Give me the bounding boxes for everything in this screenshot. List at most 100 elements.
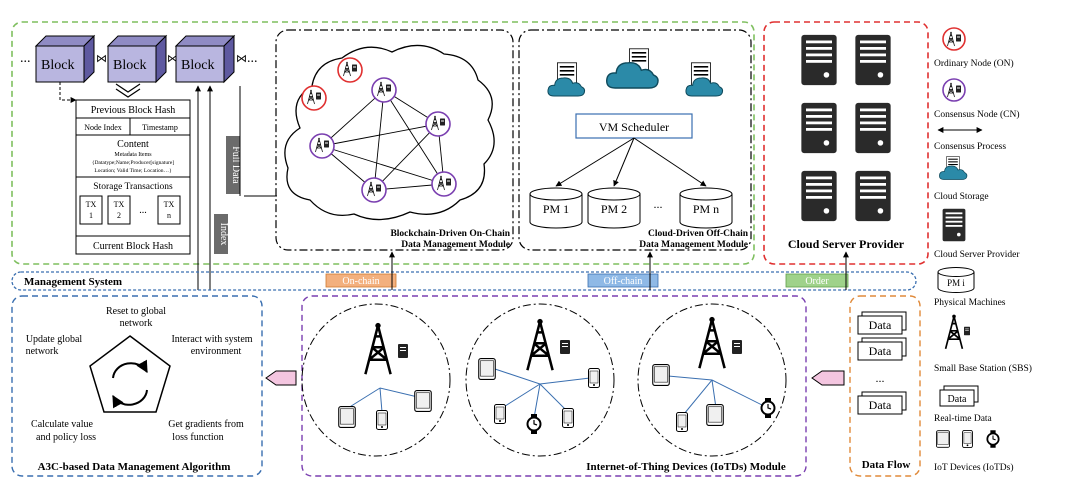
iotd-cell-1 [301, 303, 451, 457]
ordinary-node-icon [942, 27, 966, 51]
iotd-cell-3 [637, 303, 787, 457]
cloud-storage-icon [939, 156, 968, 180]
a3c-calc-line1: Calculate value [31, 419, 93, 430]
data-item-label: Data [869, 398, 892, 412]
a3c-reset-line2: network [120, 318, 153, 329]
data-flow-border [849, 295, 921, 477]
ordinary-node [337, 57, 363, 83]
legend-consensus-node: Consensus Node (CN) [934, 109, 1020, 120]
consensus-node [431, 171, 457, 197]
a3c-title: A3C-based Data Management Algorithm [38, 461, 231, 473]
previous-hash-label: Previous Block Hash [91, 105, 175, 116]
node-index-label: Node Index [84, 123, 122, 132]
a3c-update-line2: network [26, 346, 59, 357]
legend-physical-machines: Physical Machines [934, 298, 1006, 308]
vm-scheduler: VM Scheduler [575, 113, 693, 139]
a3c-pentagon [89, 335, 171, 413]
legend-data-icon-label: Data [948, 394, 967, 405]
legend-realtime-data: Real-time Data [934, 414, 993, 424]
pm-2: PM 2 [587, 187, 641, 229]
cloud-provider-border [763, 21, 929, 265]
a3c-grad-line1: Get gradients from [168, 419, 244, 430]
consensus-node [425, 111, 451, 137]
sbs-icon [944, 313, 964, 350]
legend-pm-icon-label: PM i [947, 278, 965, 288]
off-chain-title-line2: Data Management Module [639, 240, 748, 250]
consensus-cloud [284, 44, 495, 221]
legend-cloud-storage: Cloud Storage [934, 192, 989, 202]
metadata-line2: Location; Valid Time; Location…} [94, 168, 172, 174]
management-title: Management System [24, 276, 122, 288]
a3c-grad-line2: loss function [172, 432, 223, 443]
pm-ellipsis: ... [654, 197, 663, 211]
block-header-table: Previous Block Hash Node Index Timestamp… [75, 99, 191, 255]
txn-bottom: n [167, 211, 171, 220]
current-hash-label: Current Block Hash [93, 241, 173, 252]
blockchain-layer-border [11, 21, 755, 265]
iot-device-icons [936, 430, 1000, 448]
legend-iot-devices: IoT Devices (IoTDs) [934, 462, 1014, 473]
chain-link-icon: ⋈ [167, 53, 178, 65]
consensus-node [371, 77, 397, 103]
block-3: Block [174, 34, 236, 84]
data-flow-title: Data Flow [862, 459, 911, 471]
on-chain-title-line1: Blockchain-Driven On-Chain [390, 229, 510, 239]
iotd-title: Internet-of-Thing Devices (IoTDs) Module [586, 461, 786, 473]
management-system-bar [11, 271, 917, 291]
chain-ellipsis-right: ... [247, 51, 258, 66]
server-rack [801, 34, 891, 222]
data-item-label: Data [869, 344, 892, 358]
index-label-box: Index [214, 214, 229, 254]
consensus-edges [321, 89, 447, 193]
flow-arrow-to-iotd [811, 370, 845, 386]
cloud-storage-group [547, 48, 724, 97]
pm-icon: PM i [937, 267, 975, 293]
off-chain-title-line1: Cloud-Driven Off-Chain [648, 229, 749, 239]
metadata-line1: {Datatype;Name;Producer[signature] [92, 160, 175, 166]
consensus-node [361, 177, 387, 203]
data-item: Data [857, 337, 907, 361]
consensus-node [309, 133, 335, 159]
pm2-label: PM 2 [601, 202, 627, 216]
tx2-bottom: 2 [117, 211, 121, 220]
block-1: Block [34, 34, 96, 84]
consensus-node-icon [942, 78, 966, 102]
block-detail-connector [59, 82, 77, 103]
data-item-label: Data [869, 318, 892, 332]
pm-1: PM 1 [529, 187, 583, 229]
legend-consensus-process: Consensus Process [934, 142, 1006, 152]
chain-link-icon: ⋈ [236, 53, 247, 65]
ordinary-node [301, 85, 327, 111]
realtime-data-icon: Data [939, 385, 979, 407]
storage-title: Storage Transactions [93, 182, 173, 192]
cycle-icon [112, 359, 148, 379]
index-label: Index [218, 223, 229, 246]
chain-link-icon: ⋈ [96, 53, 107, 65]
iotd-cell-2 [465, 303, 615, 457]
tx1-top: TX [86, 200, 97, 209]
cloud-server-icon [942, 208, 966, 242]
data-item: Data [857, 311, 907, 335]
vm-scheduler-label: VM Scheduler [599, 120, 669, 134]
pm-n: PM n [679, 187, 733, 229]
legend-cloud-server: Cloud Server Provider [934, 250, 1020, 260]
metadata-title: Metadata Items [114, 152, 152, 158]
data-item: Data [857, 391, 907, 415]
block-2: Block [106, 34, 168, 84]
block-label: Block [41, 58, 74, 73]
legend-sbs: Small Base Station (SBS) [934, 363, 1032, 374]
content-label: Content [117, 139, 149, 150]
legend-ordinary-node: Ordinary Node (ON) [934, 58, 1014, 69]
pm1-label: PM 1 [543, 202, 569, 216]
off-chain-module-border [518, 29, 752, 251]
a3c-calc-line2: and policy loss [36, 432, 96, 443]
a3c-interact-line1: Interact with system [171, 334, 252, 345]
block-label: Block [181, 58, 214, 73]
data-ellipsis: ... [876, 371, 885, 385]
tx2-top: TX [114, 200, 125, 209]
legend: Ordinary Node (ON) Consensus Node (CN) C… [934, 27, 1032, 473]
tag-order: Order [805, 276, 829, 287]
tx-ellipsis: ... [139, 205, 147, 216]
a3c-interact-line2: environment [191, 346, 242, 357]
